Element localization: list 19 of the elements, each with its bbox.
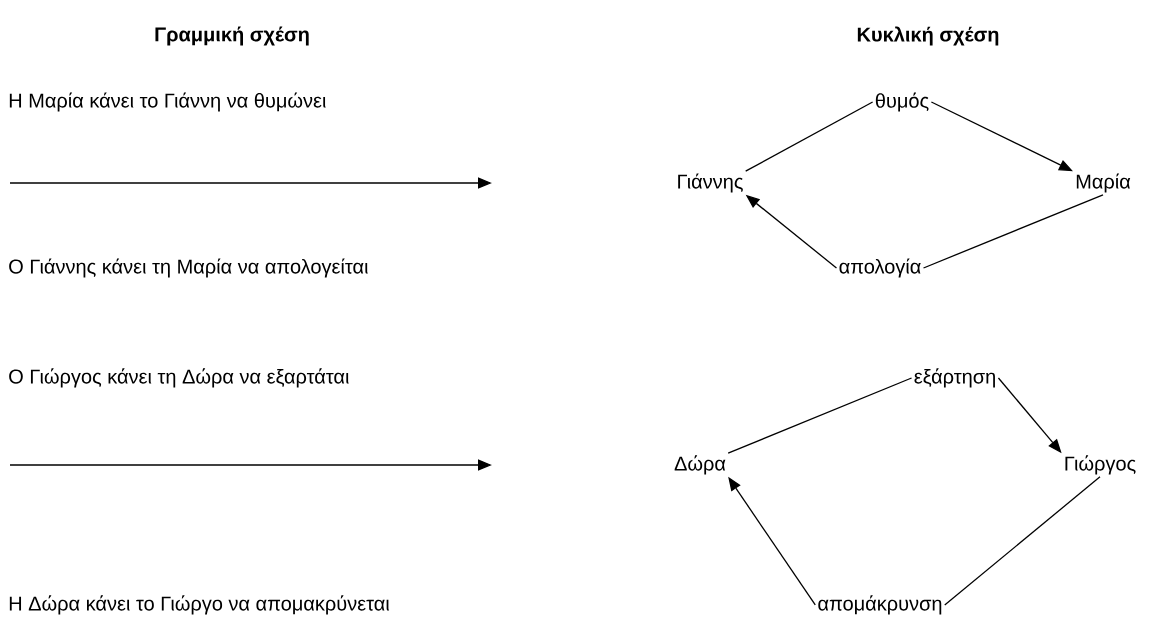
sentence: Η Δώρα κάνει το Γιώργο να απομακρύνεται <box>9 595 390 615</box>
connector-line <box>922 194 1104 269</box>
word-label: απολογία <box>839 258 921 278</box>
heading: Γραμμική σχέση <box>155 26 309 46</box>
sentence: Η Μαρία κάνει το Γιάννη να θυμώνει <box>9 92 326 112</box>
heading: Κυκλική σχέση <box>857 26 999 46</box>
connector-line <box>944 476 1101 606</box>
word-label: Γιώργος <box>1065 455 1136 475</box>
sentence: Ο Γιώργος κάνει τη Δώρα να εξαρτάται <box>9 368 349 388</box>
connector-line <box>745 101 874 172</box>
word-label: απομάκρυνση <box>818 595 942 615</box>
word-label: Μαρία <box>1076 173 1131 193</box>
sentence: Ο Γιάννης κάνει τη Μαρία να απολογείται <box>9 258 368 278</box>
word-label: θυμός <box>875 92 929 112</box>
arrow <box>930 101 1073 172</box>
word-label: Δώρα <box>674 455 726 475</box>
connector-line <box>727 377 913 454</box>
word-label: Γιάννης <box>678 173 743 193</box>
word-label: εξάρτηση <box>914 368 995 388</box>
